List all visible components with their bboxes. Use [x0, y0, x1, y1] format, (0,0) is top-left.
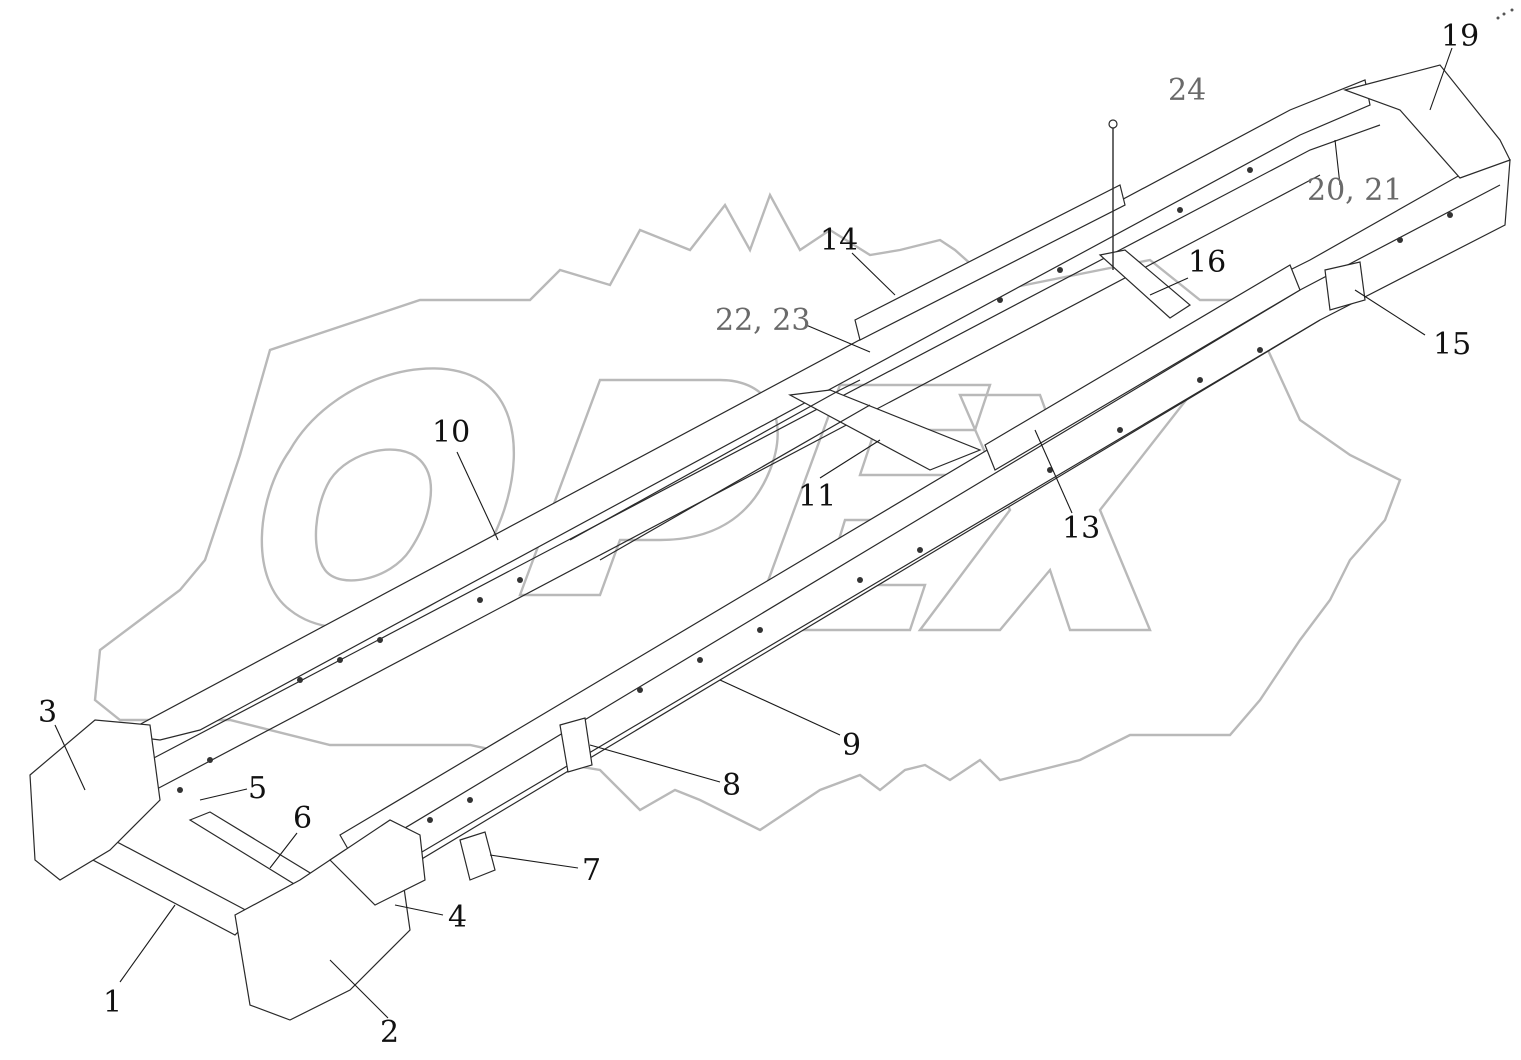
callout-10: 10: [432, 415, 470, 450]
corner-marks: [1496, 8, 1514, 20]
watermark-letter-o-inner: [314, 448, 433, 582]
inner-reinforcement-10: [569, 379, 871, 561]
frame-holes: [177, 167, 1453, 823]
chassis-frame: [29, 64, 1511, 1021]
bracket-15: [1324, 261, 1366, 311]
callout-15: 15: [1433, 327, 1471, 362]
callout-5: 5: [248, 771, 267, 806]
reinforcement-14: [854, 184, 1126, 341]
callout-1: 1: [103, 985, 122, 1020]
callout-19: 19: [1441, 19, 1479, 54]
leader-lines: [54, 47, 1453, 1019]
reinforcement-13: [984, 264, 1301, 471]
callout-7: 7: [582, 853, 601, 888]
rear-cross-member: [1342, 64, 1511, 179]
watermark: [93, 192, 1402, 832]
callout-24: 24: [1168, 73, 1206, 108]
bracket-8: [559, 717, 593, 773]
callout-22-23: 22, 23: [715, 303, 810, 338]
far-side-rail: [118, 79, 1371, 741]
bracket-7: [459, 831, 496, 881]
callout-20-21: 20, 21: [1307, 173, 1402, 208]
callout-13: 13: [1062, 511, 1100, 546]
callout-9: 9: [842, 728, 861, 763]
bracket-4: [329, 819, 426, 906]
callout-6: 6: [293, 801, 312, 836]
callout-4: 4: [448, 900, 467, 935]
watermark-letter-p: [518, 378, 779, 597]
callout-11: 11: [798, 479, 836, 514]
callout-2: 2: [380, 1015, 399, 1050]
front-bracket-3: [29, 719, 161, 881]
watermark-letter-o: [260, 367, 516, 630]
callout-16: 16: [1188, 245, 1226, 280]
callout-8: 8: [722, 768, 741, 803]
watermark-gear-outline: [93, 192, 1402, 832]
cross-member-11: [788, 389, 982, 471]
cross-member-16: [1098, 249, 1192, 319]
callout-labels: 1 2 3 4 5 6 7 8 9 10 11 13 14 15 16 19 2…: [38, 19, 1479, 1050]
callout-14: 14: [820, 223, 858, 258]
callout-3: 3: [38, 695, 57, 730]
